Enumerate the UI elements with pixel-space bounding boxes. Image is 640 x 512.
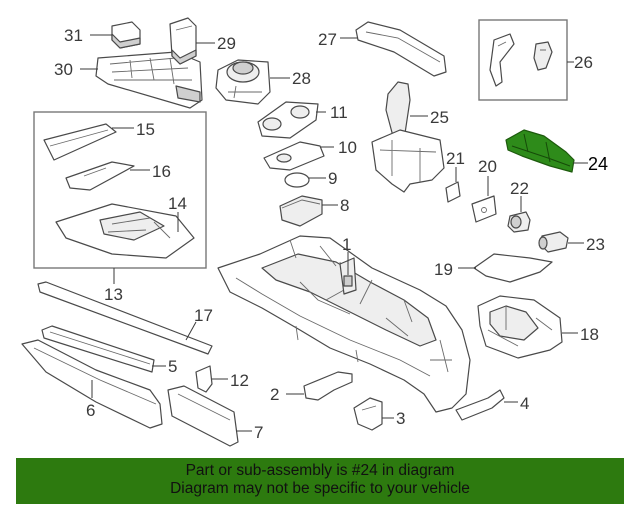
part-18[interactable]: [477, 295, 563, 359]
part-20[interactable]: [471, 195, 497, 223]
callout-11: 11: [330, 103, 348, 122]
callout-22: 22: [510, 179, 529, 198]
callout-1: 1: [342, 235, 351, 254]
part-22[interactable]: [507, 211, 531, 233]
parts-diagram: 31 30 29 28 27 26: [21, 17, 608, 447]
callout-9: 9: [328, 169, 337, 188]
part-16[interactable]: [65, 161, 135, 191]
callout-19: 19: [434, 260, 453, 279]
part-24-highlighted[interactable]: [505, 129, 575, 173]
part-25[interactable]: [371, 81, 445, 193]
callout-5: 5: [168, 357, 177, 376]
part-30[interactable]: [95, 51, 203, 109]
callout-16: 16: [152, 162, 171, 181]
part-27[interactable]: [355, 21, 447, 77]
part-7[interactable]: [167, 385, 239, 447]
callout-4: 4: [520, 394, 529, 413]
callout-27: 27: [318, 30, 337, 49]
part-21[interactable]: [445, 181, 461, 203]
callout-10: 10: [338, 138, 357, 157]
callout-21: 21: [446, 149, 465, 168]
part-1-console[interactable]: [217, 235, 471, 413]
part-15[interactable]: [43, 123, 117, 161]
callout-15: 15: [136, 120, 155, 139]
part-2[interactable]: [303, 371, 353, 401]
part-4[interactable]: [455, 389, 505, 421]
callout-24: 24: [588, 154, 608, 174]
callout-30: 30: [54, 60, 73, 79]
callout-7: 7: [254, 423, 263, 442]
part-14[interactable]: [55, 203, 195, 259]
part-8[interactable]: [279, 195, 323, 227]
notice-line-part: Part or sub-assembly is #24 in diagram: [185, 462, 455, 479]
part-26-box[interactable]: [478, 19, 568, 101]
callout-29: 29: [217, 34, 236, 53]
part-3[interactable]: [353, 397, 383, 431]
part-23[interactable]: [538, 231, 569, 253]
callout-13: 13: [104, 285, 123, 304]
part-19[interactable]: [473, 253, 553, 283]
part-29[interactable]: [169, 17, 197, 65]
callout-12: 12: [230, 371, 249, 390]
part-28[interactable]: [215, 59, 271, 105]
callout-17: 17: [194, 306, 213, 325]
notice-banner: Part or sub-assembly is #24 in diagram D…: [16, 458, 624, 504]
callout-18: 18: [580, 325, 599, 344]
notice-line-disclaimer: Diagram may not be specific to your vehi…: [170, 480, 470, 497]
callout-23: 23: [586, 235, 605, 254]
part-10[interactable]: [263, 141, 325, 171]
part-9[interactable]: [284, 172, 310, 188]
callout-31: 31: [64, 26, 83, 45]
callout-6: 6: [86, 401, 95, 420]
callout-2: 2: [270, 385, 279, 404]
part-11[interactable]: [257, 101, 319, 139]
callout-3: 3: [396, 409, 405, 428]
part-31[interactable]: [111, 21, 141, 49]
part-12[interactable]: [195, 365, 213, 393]
callout-20: 20: [478, 157, 497, 176]
leader-17: [185, 321, 197, 341]
callout-8: 8: [340, 196, 349, 215]
callout-25: 25: [430, 108, 449, 127]
callout-14: 14: [168, 194, 187, 213]
callout-26: 26: [574, 53, 593, 72]
callout-28: 28: [292, 69, 311, 88]
part-17[interactable]: [37, 281, 213, 355]
